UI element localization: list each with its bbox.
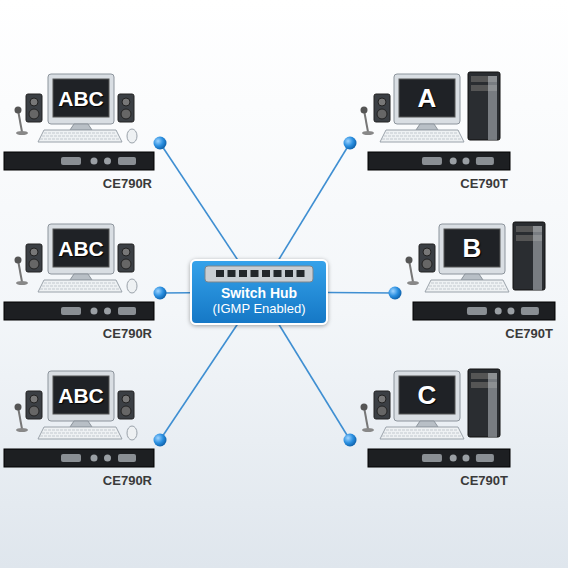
model-label: CE790T [460, 177, 508, 190]
workstation-illustration [350, 70, 564, 195]
port-dot [154, 287, 167, 300]
workstation-illustration [350, 367, 564, 492]
workstation: A CE790T [350, 70, 564, 195]
network-cable [279, 325, 350, 440]
port-dot [154, 434, 167, 447]
workstation: B CE790T [395, 220, 564, 345]
network-cable [279, 143, 350, 259]
monitor-text: B [444, 229, 500, 267]
model-label: CE790T [460, 474, 508, 487]
port-dot [344, 137, 357, 150]
hub-label: Switch Hub [204, 285, 314, 301]
monitor-text: C [399, 376, 455, 414]
monitor-text: ABC [53, 376, 109, 414]
switch-hub-box: Switch Hub(IGMP Enabled) [190, 259, 328, 324]
port-dot [154, 137, 167, 150]
model-label: CE790R [103, 327, 152, 340]
port-dot [389, 287, 402, 300]
workstation: ABC CE790R [4, 70, 160, 195]
model-label: CE790R [103, 474, 152, 487]
workstation: ABC CE790R [4, 220, 160, 345]
monitor-text: A [399, 79, 455, 117]
switch-icon [204, 265, 314, 283]
model-label: CE790R [103, 177, 152, 190]
model-label: CE790T [505, 327, 553, 340]
workstation: C CE790T [350, 367, 564, 492]
network-cable [160, 143, 237, 259]
monitor-text: ABC [53, 79, 109, 117]
network-cable [328, 292, 395, 294]
hub-label: (IGMP Enabled) [204, 302, 314, 317]
monitor-text: ABC [53, 229, 109, 267]
network-cable [160, 325, 237, 440]
port-dot [344, 434, 357, 447]
workstation: ABC CE790R [4, 367, 160, 492]
